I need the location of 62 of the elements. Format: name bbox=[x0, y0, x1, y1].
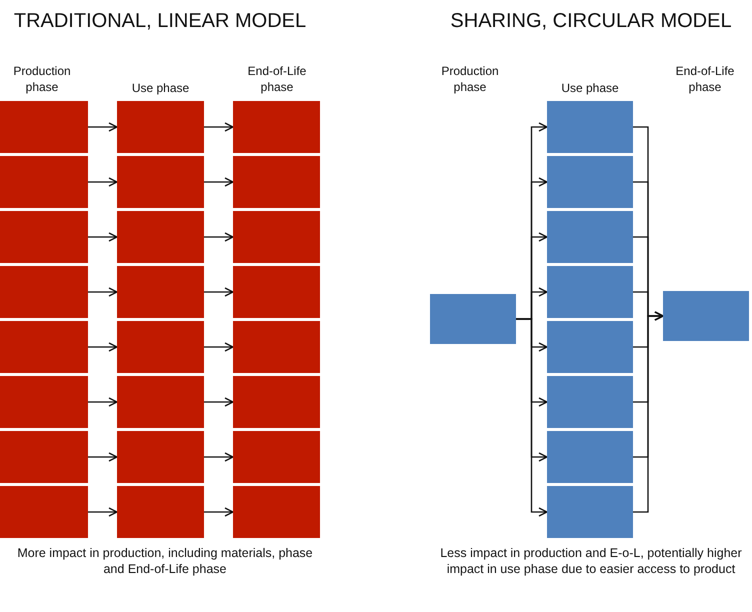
box bbox=[233, 486, 320, 538]
box bbox=[547, 486, 633, 538]
column-header: End-of-Life phase bbox=[674, 64, 736, 96]
title: SHARING, CIRCULAR MODEL bbox=[449, 9, 733, 34]
box bbox=[0, 101, 88, 153]
arrow bbox=[204, 177, 234, 187]
box bbox=[233, 431, 320, 483]
arrow bbox=[88, 232, 118, 242]
box bbox=[0, 321, 88, 373]
box bbox=[117, 211, 204, 263]
arrow bbox=[204, 287, 234, 297]
box bbox=[233, 376, 320, 428]
box bbox=[233, 211, 320, 263]
box bbox=[233, 321, 320, 373]
column-header: Production phase bbox=[12, 64, 72, 96]
arrow bbox=[204, 122, 234, 132]
box bbox=[547, 101, 633, 153]
arrow bbox=[88, 177, 118, 187]
box bbox=[0, 376, 88, 428]
arrow bbox=[88, 507, 118, 517]
arrow bbox=[633, 311, 664, 513]
arrow bbox=[204, 507, 234, 517]
box bbox=[547, 376, 633, 428]
column-header: Production phase bbox=[440, 64, 500, 96]
box bbox=[117, 321, 204, 373]
box bbox=[0, 156, 88, 208]
box bbox=[0, 486, 88, 538]
box bbox=[547, 266, 633, 318]
arrow bbox=[88, 122, 118, 132]
box bbox=[547, 321, 633, 373]
box bbox=[117, 486, 204, 538]
arrow bbox=[204, 232, 234, 242]
box bbox=[233, 156, 320, 208]
arrow bbox=[204, 452, 234, 462]
box bbox=[547, 431, 633, 483]
box bbox=[117, 431, 204, 483]
box bbox=[0, 266, 88, 318]
column-header: Use phase bbox=[560, 81, 620, 97]
arrow bbox=[88, 397, 118, 407]
column-header: Use phase bbox=[130, 81, 190, 97]
caption: More impact in production, including materials, phase and End-of-Life phase bbox=[16, 545, 314, 578]
box bbox=[117, 101, 204, 153]
box bbox=[117, 376, 204, 428]
box bbox=[547, 156, 633, 208]
box bbox=[547, 211, 633, 263]
box bbox=[117, 156, 204, 208]
box bbox=[117, 266, 204, 318]
box bbox=[233, 266, 320, 318]
box bbox=[0, 211, 88, 263]
column-header: End-of-Life phase bbox=[246, 64, 308, 96]
title: TRADITIONAL, LINEAR MODEL bbox=[12, 9, 308, 34]
arrow bbox=[88, 287, 118, 297]
arrow bbox=[204, 397, 234, 407]
box bbox=[0, 431, 88, 483]
box bbox=[430, 294, 516, 344]
arrow bbox=[88, 452, 118, 462]
arrow bbox=[88, 342, 118, 352]
box bbox=[663, 291, 749, 341]
arrow bbox=[516, 318, 548, 517]
caption: Less impact in production and E-o-L, potentially higher impact in use phase due to easier access to product bbox=[439, 545, 743, 578]
arrow bbox=[204, 342, 234, 352]
box bbox=[233, 101, 320, 153]
